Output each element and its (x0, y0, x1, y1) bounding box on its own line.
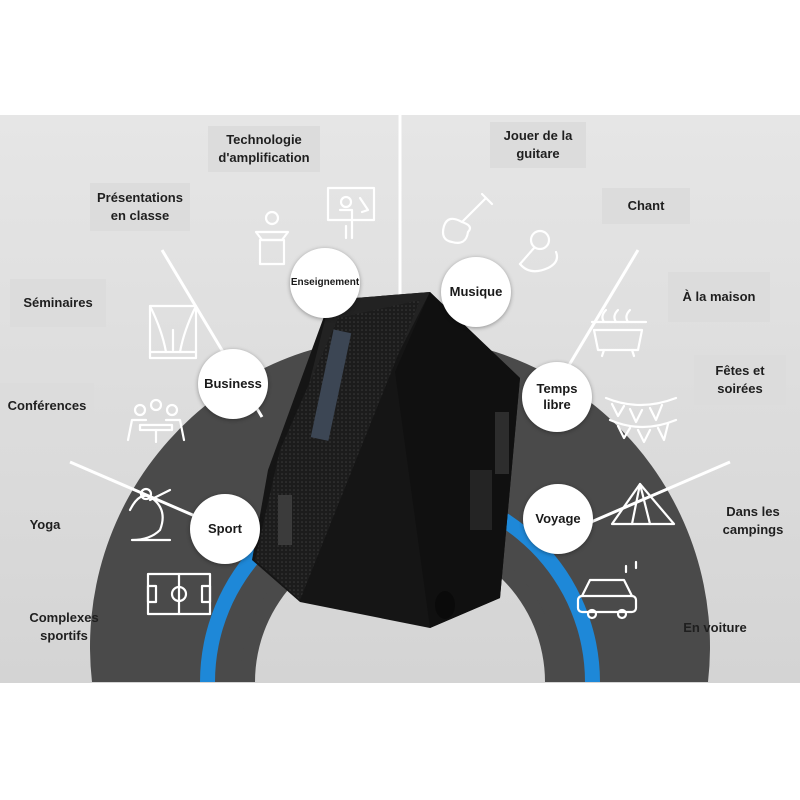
label-chant: Chant (602, 188, 690, 224)
yoga-icon (128, 487, 172, 542)
label-conferences: Conférences (0, 383, 94, 429)
label-complexes: Complexes sportifs (29, 610, 99, 643)
label-fetes: Fêtes et soirées (694, 355, 786, 405)
node-temps-libre: Temps libre (522, 362, 592, 432)
node-business: Business (198, 349, 268, 419)
node-sport: Sport (190, 494, 260, 564)
label-yoga: Yoga (29, 517, 61, 532)
label-jouer: Jouer de la guitare (490, 122, 586, 168)
label-presentations: Présentations en classe (90, 183, 190, 231)
car-music-icon (576, 560, 638, 620)
microphone-icon (518, 229, 559, 273)
speaker-product-image (252, 292, 520, 628)
bathtub-icon (590, 308, 648, 358)
football-field-icon (146, 572, 212, 616)
bunting-icon (604, 396, 678, 444)
meeting-icon (126, 398, 186, 444)
guitar-icon (441, 192, 494, 244)
stage-curtain-icon (148, 304, 198, 360)
label-campings: Dans les campings (722, 504, 784, 537)
label-maison: À la maison (668, 272, 770, 322)
label-technologie: Technologie d'amplification (208, 126, 320, 172)
node-voyage: Voyage (523, 484, 593, 554)
node-enseignement: Enseignement (290, 248, 360, 318)
podium-icon (254, 210, 290, 266)
node-musique: Musique (441, 257, 511, 327)
label-seminaires: Séminaires (10, 279, 106, 327)
tent-icon (610, 482, 676, 526)
teacher-board-icon (326, 186, 376, 240)
label-voiture: En voiture (683, 620, 747, 635)
